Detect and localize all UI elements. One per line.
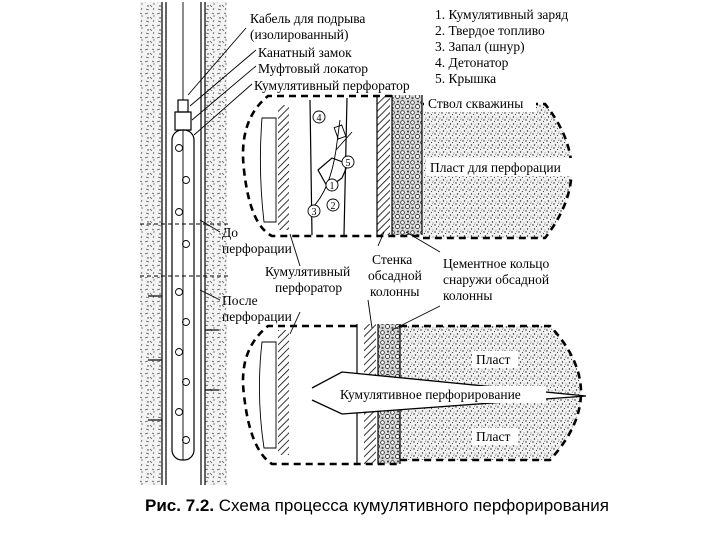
left-casing-bottom (278, 330, 289, 455)
label-casing-wall-line1: Стенка (372, 252, 412, 267)
legend-item-5: 5. Крышка (435, 71, 496, 86)
label-casing-wall-line3: колонны (370, 284, 419, 299)
caption-text: Схема процесса кумулятивного перфорирова… (214, 496, 609, 515)
label-perforator-mid-line1: Кумулятивный (265, 264, 350, 279)
collar-locator-shape (174, 111, 192, 131)
casing-wall-top (377, 95, 390, 235)
marker-4: 4 (317, 113, 322, 124)
legend-item-1: 1. Кумулятивный заряд (435, 7, 568, 22)
perforation-holes (148, 295, 219, 421)
label-before-line1: До (222, 225, 238, 240)
formation-left (140, 2, 162, 485)
label-perforation-tunnel: Кумулятивное перфорирование (340, 387, 521, 402)
cement-ring-top (392, 95, 422, 235)
legend-item-4: 4. Детонатор (435, 55, 509, 70)
borehole-column (140, 2, 228, 485)
label-cement-line3: колонны (443, 288, 492, 303)
label-cement-line2: снаружи обсадной (443, 272, 549, 287)
label-cable-line2: (изолированный) (250, 27, 348, 42)
marker-2: 2 (331, 201, 336, 212)
label-after-line1: После (222, 293, 258, 308)
charge-ports (175, 144, 190, 444)
legend-item-3: 3. Запал (шнур) (435, 39, 525, 54)
label-formation-upper: Пласт (476, 352, 510, 367)
caption-prefix: Рис. 7.2. (145, 496, 214, 515)
marker-5: 5 (346, 158, 351, 169)
label-formation-lower: Пласт (476, 429, 510, 444)
label-formation-to-perforate: Пласт для перфорации (430, 160, 561, 175)
label-cement-line1: Цементное кольцо (443, 256, 549, 271)
formation-right (205, 2, 227, 485)
label-rope-lock: Канатный замок (258, 45, 352, 60)
marker-1: 1 (330, 181, 335, 192)
figure-caption: Рис. 7.2. Схема процесса кумулятивного п… (145, 496, 609, 515)
rope-lock-shape (177, 99, 189, 113)
mid-leaders (289, 231, 441, 335)
left-casing-top (278, 105, 289, 230)
legend-item-2: 2. Твердое топливо (435, 23, 545, 38)
numbered-markers: 1 2 3 4 5 (307, 110, 355, 218)
label-perforator-top: Кумулятивный перфоратор (254, 78, 410, 93)
leader-lines (187, 27, 257, 301)
label-cable-line1: Кабель для подрыва (250, 11, 365, 26)
legend: 1. Кумулятивный заряд 2. Твердое топливо… (435, 7, 568, 86)
label-before-line2: перфорации (222, 241, 292, 256)
label-casing-wall-line2: обсадной (368, 268, 422, 283)
label-collar-locator: Муфтовый локатор (258, 61, 368, 76)
marker-3: 3 (312, 207, 317, 218)
label-after-line2: перфорации (222, 309, 292, 324)
label-perforator-mid-line2: перфоратор (275, 280, 342, 295)
label-wellbore: Ствол скважины (428, 96, 523, 111)
